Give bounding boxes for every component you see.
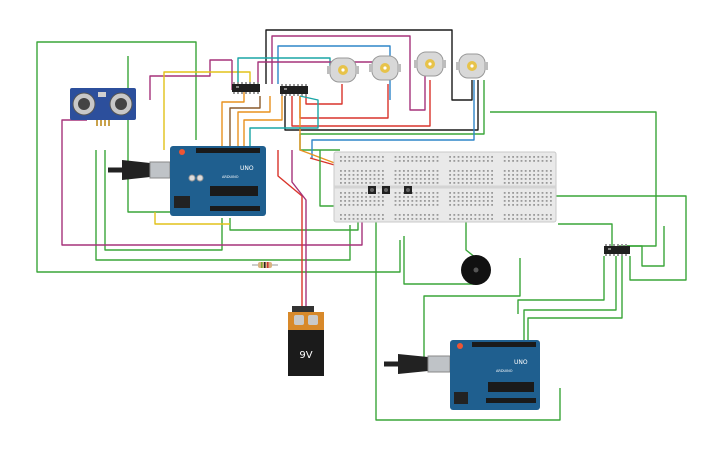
usb-connector <box>427 355 451 373</box>
wire-green[interactable] <box>375 222 561 421</box>
wire-green[interactable] <box>423 258 521 360</box>
atmega-chip <box>488 382 534 392</box>
wire-purple[interactable] <box>149 59 232 100</box>
reset-button <box>457 343 463 349</box>
dc-motor-1[interactable] <box>327 57 359 83</box>
wire-green[interactable] <box>36 41 401 273</box>
wire-brown[interactable] <box>229 96 261 150</box>
wire-red[interactable] <box>291 80 431 127</box>
wire-green[interactable] <box>558 223 613 246</box>
ultrasonic-sensor[interactable] <box>70 88 136 126</box>
capacitor <box>188 174 196 182</box>
wire-green[interactable] <box>319 150 334 207</box>
battery-terminal <box>308 315 318 325</box>
breadboard[interactable] <box>333 151 557 223</box>
wire-green[interactable] <box>523 256 617 342</box>
resistor[interactable] <box>252 262 278 268</box>
arduino-board <box>170 146 266 216</box>
wire-green[interactable] <box>465 222 477 259</box>
wire-purple[interactable] <box>257 61 381 84</box>
buzzer-hole <box>473 267 479 273</box>
motor-driver-chip-3[interactable] <box>604 244 630 256</box>
wire-purple[interactable] <box>291 150 307 308</box>
arduino-model-label: UNO <box>240 165 254 172</box>
wire-green[interactable] <box>527 256 623 342</box>
wire-green[interactable] <box>517 256 605 314</box>
wire-green[interactable] <box>95 150 351 261</box>
motor-driver-chip-1[interactable] <box>232 82 260 94</box>
battery-label: 9V <box>299 350 312 361</box>
ultrasonic-pins <box>96 120 110 126</box>
usb-plug <box>122 160 150 180</box>
wire-black[interactable] <box>284 80 479 131</box>
power-jack <box>454 392 468 404</box>
wire-green[interactable] <box>403 236 478 285</box>
dc-motor-4[interactable] <box>456 53 488 79</box>
battery-clip <box>292 306 314 312</box>
wire-blue[interactable] <box>311 80 475 158</box>
arduino-brand-label: ARDUINO <box>222 175 239 179</box>
pushbutton-3[interactable] <box>404 186 412 194</box>
pushbutton-2[interactable] <box>382 186 390 194</box>
wire-black[interactable] <box>265 29 473 101</box>
arduino-uno-main[interactable]: UNO ARDUINO <box>108 146 266 216</box>
breadboard-holes <box>340 156 552 220</box>
dc-motor-3[interactable] <box>414 51 446 77</box>
wire-red[interactable] <box>299 84 389 119</box>
usb-plug <box>398 354 428 374</box>
digital-header <box>472 342 536 347</box>
analog-header <box>210 206 260 211</box>
wire-green[interactable] <box>104 150 223 251</box>
wire-teal[interactable] <box>249 95 319 150</box>
wire-green[interactable] <box>490 111 657 247</box>
wire-yellow[interactable] <box>163 71 251 150</box>
arduino-brand-label: ARDUINO <box>496 369 513 373</box>
wire-yellow[interactable] <box>154 212 230 225</box>
ultrasonic-crystal <box>98 92 106 97</box>
wire-orange[interactable] <box>237 96 271 150</box>
wire-red[interactable] <box>277 150 303 308</box>
wire-red[interactable] <box>305 84 343 105</box>
wire-orange[interactable] <box>243 96 283 150</box>
wire-purple[interactable] <box>271 35 426 111</box>
reset-button <box>179 149 185 155</box>
piezo-buzzer[interactable] <box>461 255 491 285</box>
battery-cap <box>288 312 324 330</box>
capacitor <box>196 174 204 182</box>
power-jack <box>174 196 190 208</box>
atmega-chip <box>210 186 258 196</box>
wire-orange[interactable] <box>221 92 245 150</box>
wire-purple[interactable] <box>61 119 363 246</box>
arduino-model-label: UNO <box>514 359 528 366</box>
motor-driver-chip-2[interactable] <box>280 84 308 96</box>
wire-green[interactable] <box>556 195 687 281</box>
battery-9v[interactable]: 9V <box>288 306 324 376</box>
pushbutton-1[interactable] <box>368 186 376 194</box>
usb-connector <box>149 161 171 179</box>
analog-header <box>486 398 536 403</box>
dc-motor-2[interactable] <box>369 55 401 81</box>
battery-terminal <box>294 315 304 325</box>
digital-header <box>196 148 260 153</box>
ultrasonic-mesh-right <box>115 98 127 110</box>
ultrasonic-mesh-left <box>78 98 90 110</box>
battery-body <box>288 330 324 376</box>
arduino-board <box>450 340 540 410</box>
arduino-uno-secondary[interactable]: UNO ARDUINO <box>384 340 540 410</box>
